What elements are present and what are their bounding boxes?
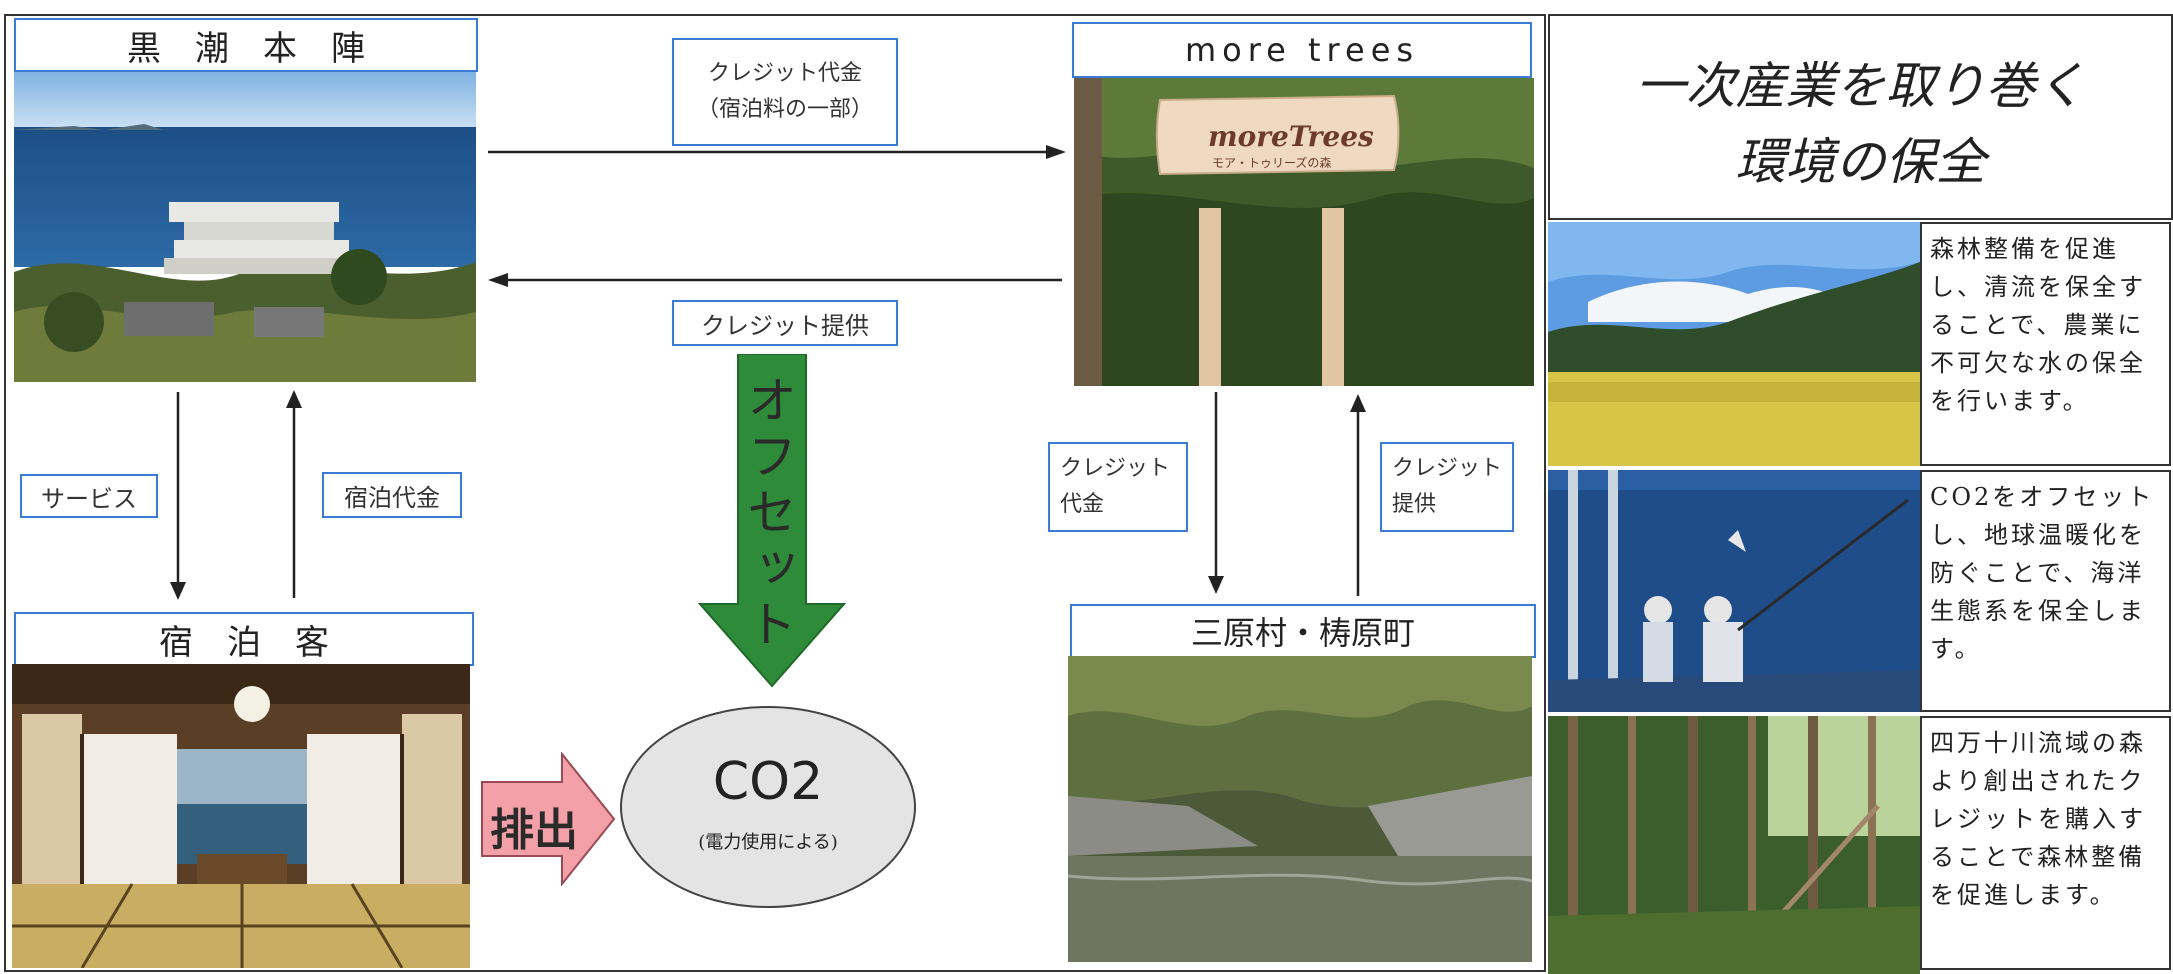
co2-sub: (電力使用による) — [698, 832, 838, 853]
credit-provide-label: クレジット提供 — [672, 300, 898, 346]
main-frame — [4, 14, 1546, 972]
emission-text: 排出 — [490, 805, 578, 856]
credit-payment-right-line2: 代金 — [1060, 492, 1105, 517]
right-title-box — [1548, 14, 2173, 220]
stay-fee-label: 宿泊代金 — [322, 472, 462, 518]
credit-payment-right-line1: クレジット — [1060, 456, 1171, 481]
right-item-3-body: 四万十川流域の森より創出されたクレジットを購入することで森林整備を促進します。 — [1930, 729, 2146, 909]
rice-field-photo — [1548, 222, 1920, 466]
co2-title: CO2 — [712, 752, 824, 812]
credit-payment-arrow — [488, 145, 1066, 159]
moretrees-sign-sub: モア・トゥリーズの森 — [1212, 156, 1332, 170]
stay-fee-arrow — [286, 390, 302, 598]
credit-payment-line1: クレジット代金 — [707, 61, 862, 86]
emission-arrow — [481, 752, 616, 886]
credit-provide-right-line1: クレジット — [1392, 456, 1503, 481]
service-label: サービス — [20, 474, 158, 518]
credit-payment-right-label: クレジット 代金 — [1048, 442, 1188, 532]
stay-fee-text: 宿泊代金 — [344, 483, 440, 512]
village-title-box: 三原村・梼原町 — [1070, 604, 1536, 658]
right-item-2-body: CO2をオフセットし、地球温暖化を防ぐことで、海洋生態系を保全します。 — [1930, 483, 2155, 663]
moretrees-sign-photo — [1074, 78, 1534, 386]
guest-room-photo — [12, 664, 470, 968]
moretrees-sign-logo: moreTrees — [1208, 120, 1374, 153]
guest-title-box: 宿 泊 客 — [14, 612, 474, 666]
moretrees-title: more trees — [1184, 31, 1420, 69]
right-item-2-text: CO2をオフセットし、地球温暖化を防ぐことで、海洋生態系を保全します。 — [1920, 470, 2171, 712]
service-text: サービス — [41, 484, 137, 513]
river-gorge-photo — [1068, 656, 1532, 962]
credit-provide-up-arrow — [1350, 394, 1366, 596]
right-item-1-text: 森林整備を促進し、清流を保全することで、農業に不可欠な水の保全を行います。 — [1920, 222, 2171, 466]
credit-payment-label: クレジット代金 （宿泊料の一部） — [672, 38, 898, 146]
kuroshio-title-box: 黒 潮 本 陣 — [14, 18, 478, 72]
service-arrow — [170, 392, 186, 600]
offset-arrow — [698, 354, 846, 688]
fishing-photo — [1548, 470, 1920, 712]
village-title: 三原村・梼原町 — [1190, 614, 1415, 652]
credit-payment-line2: （宿泊料の一部） — [696, 97, 873, 122]
hotel-coast-photo — [14, 72, 476, 382]
credit-provide-right-label: クレジット 提供 — [1380, 442, 1514, 532]
guest-title: 宿 泊 客 — [159, 622, 329, 663]
forest-photo — [1548, 716, 1920, 974]
credit-provide-right-line2: 提供 — [1392, 492, 1437, 517]
right-title-line1: 一次産業を取り巻く — [1635, 57, 2086, 115]
right-item-1-body: 森林整備を促進し、清流を保全することで、農業に不可欠な水の保全を行います。 — [1930, 235, 2146, 415]
right-title-line2: 環境の保全 — [1735, 133, 1986, 191]
moretrees-title-box: more trees — [1072, 22, 1532, 78]
co2-ellipse — [620, 706, 916, 908]
credit-provide-text: クレジット提供 — [701, 311, 869, 340]
credit-provide-arrow — [488, 273, 1062, 287]
kuroshio-title: 黒 潮 本 陣 — [127, 28, 365, 69]
right-item-3-text: 四万十川流域の森より創出されたクレジットを購入することで森林整備を促進します。 — [1920, 716, 2171, 970]
offset-text: オフセット — [739, 374, 797, 654]
credit-payment-down-arrow — [1208, 392, 1224, 594]
